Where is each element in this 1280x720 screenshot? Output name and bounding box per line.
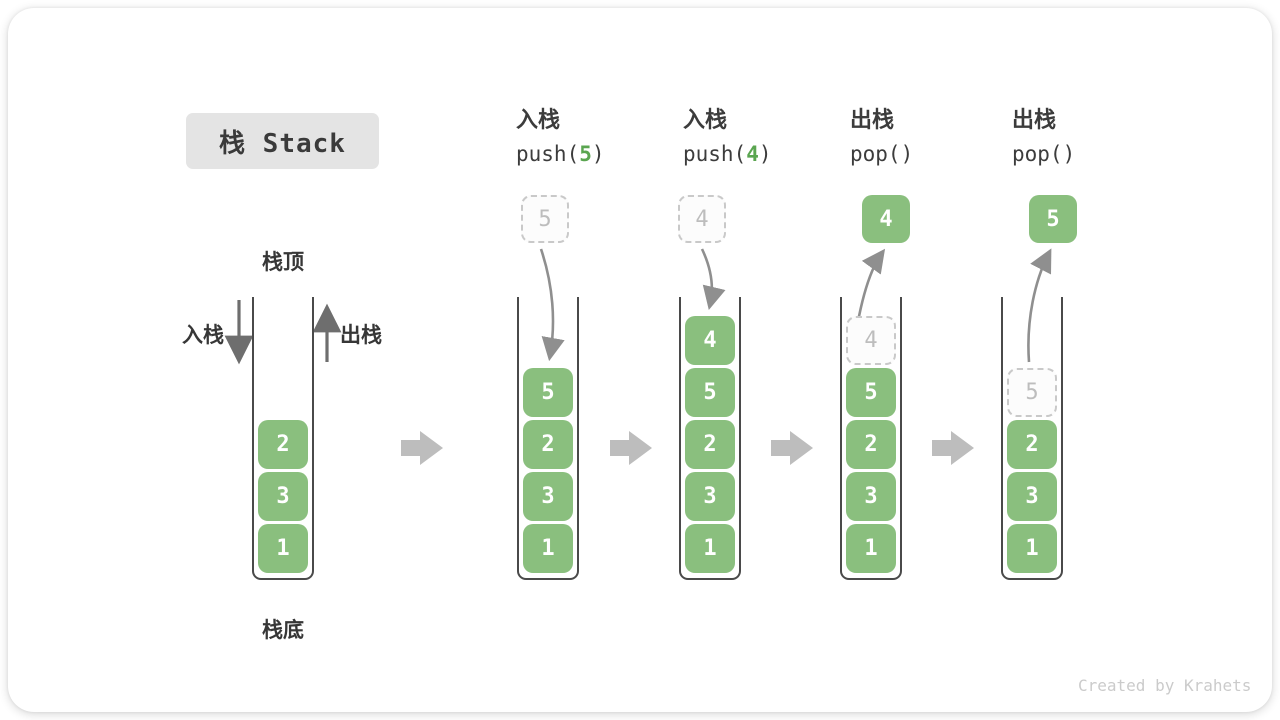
- op-code: push(5): [516, 142, 605, 166]
- op-code: push(4): [683, 142, 772, 166]
- stack-container-1: 2 3 1: [252, 297, 314, 580]
- stack-item: 1: [1007, 524, 1057, 573]
- stack-container-3: 4 5 2 3 1: [679, 297, 741, 580]
- stack-item: 2: [258, 420, 308, 469]
- op-arg: 5: [579, 142, 592, 166]
- op-label: 出栈: [1012, 107, 1057, 132]
- op-label: 入栈: [683, 107, 728, 132]
- watermark-credit: Created by Krahets: [1078, 676, 1252, 695]
- stack-item: 3: [685, 472, 735, 521]
- stack-item: 2: [846, 420, 896, 469]
- stack-item: 3: [846, 472, 896, 521]
- stack-item: 3: [258, 472, 308, 521]
- op-code: pop(): [1012, 142, 1076, 166]
- stack-container-4: 4 5 2 3 1: [840, 297, 902, 580]
- stack-item: 5: [685, 368, 735, 417]
- op-arg: 4: [746, 142, 759, 166]
- stack-bottom-label: 栈底: [262, 619, 304, 642]
- op-label: 入栈: [516, 107, 561, 132]
- op-header-push-4: 入栈 push(4): [683, 105, 843, 171]
- stack-item: 3: [1007, 472, 1057, 521]
- stack-item-ghost: 5: [1007, 368, 1057, 417]
- stack-item: 3: [523, 472, 573, 521]
- stack-item: 2: [1007, 420, 1057, 469]
- push-side-label: 入栈: [182, 324, 224, 347]
- floating-value-popped: 4: [862, 195, 910, 243]
- floating-value-popped: 5: [1029, 195, 1077, 243]
- step-arrow-icon: [771, 431, 813, 465]
- stack-item: 5: [846, 368, 896, 417]
- stack-item: 1: [258, 524, 308, 573]
- title-badge: 栈 Stack: [186, 113, 379, 169]
- stack-top-label: 栈顶: [262, 251, 304, 274]
- stack-item-ghost: 4: [846, 316, 896, 365]
- stack-item: 5: [523, 368, 573, 417]
- stack-item: 1: [846, 524, 896, 573]
- stack-item: 1: [523, 524, 573, 573]
- floating-value-ghost: 5: [521, 195, 569, 243]
- step-arrow-icon: [401, 431, 443, 465]
- op-header-pop-2: 出栈 pop(): [1012, 105, 1172, 171]
- step-arrow-icon: [932, 431, 974, 465]
- floating-value-ghost: 4: [678, 195, 726, 243]
- stack-item: 2: [523, 420, 573, 469]
- stack-container-5: 5 2 3 1: [1001, 297, 1063, 580]
- title-text: 栈 Stack: [219, 128, 346, 159]
- op-header-push-5: 入栈 push(5): [516, 105, 676, 171]
- pop-side-label: 出栈: [340, 324, 382, 347]
- op-code: pop(): [850, 142, 914, 166]
- op-header-pop-1: 出栈 pop(): [850, 105, 1010, 171]
- stack-item: 4: [685, 316, 735, 365]
- stack-item: 2: [685, 420, 735, 469]
- stack-container-2: 5 2 3 1: [517, 297, 579, 580]
- step-arrow-icon: [610, 431, 652, 465]
- stack-item: 1: [685, 524, 735, 573]
- op-label: 出栈: [850, 107, 895, 132]
